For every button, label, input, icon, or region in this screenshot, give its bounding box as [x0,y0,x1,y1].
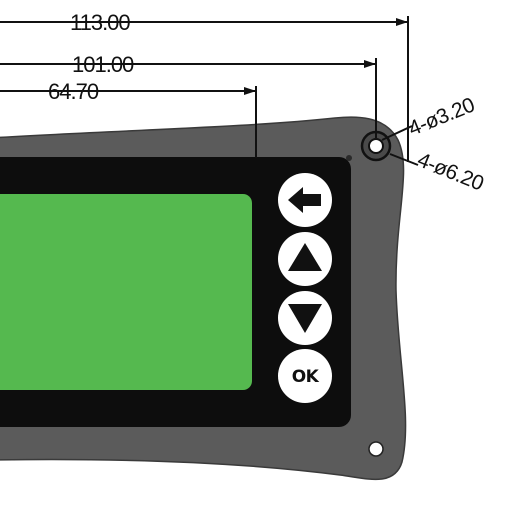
down-triangle-icon [288,304,322,333]
dimension-label-overall-width: 113.00 [70,10,130,35]
up-button[interactable] [278,232,332,286]
up-triangle-icon [288,243,322,271]
callout-label-inner-hole: 4-ø3.20 [405,94,477,141]
down-button[interactable] [278,291,332,345]
lcd-screen [0,194,252,390]
back-button[interactable] [278,173,332,227]
callout-inner-hole: 4-ø3.20 [381,94,478,141]
left-arrow-icon [288,187,321,213]
dimension-label-hole-spacing: 101.00 [72,52,134,77]
dimension-overall-width: 113.00 [0,10,409,162]
dimension-screen-width: 64.70 [0,79,257,158]
callout-label-outer-ring: 4-ø6.20 [414,148,486,195]
small-pin-hole [346,155,352,161]
dimension-label-screen-width: 64.70 [48,79,99,104]
callout-outer-ring: 4-ø6.20 [389,148,487,195]
dimension-hole-spacing: 101.00 [0,52,377,138]
mounting-hole-bottom-right [368,441,384,457]
ok-button-label: OK [292,367,320,387]
ok-button[interactable]: OK [278,349,332,403]
